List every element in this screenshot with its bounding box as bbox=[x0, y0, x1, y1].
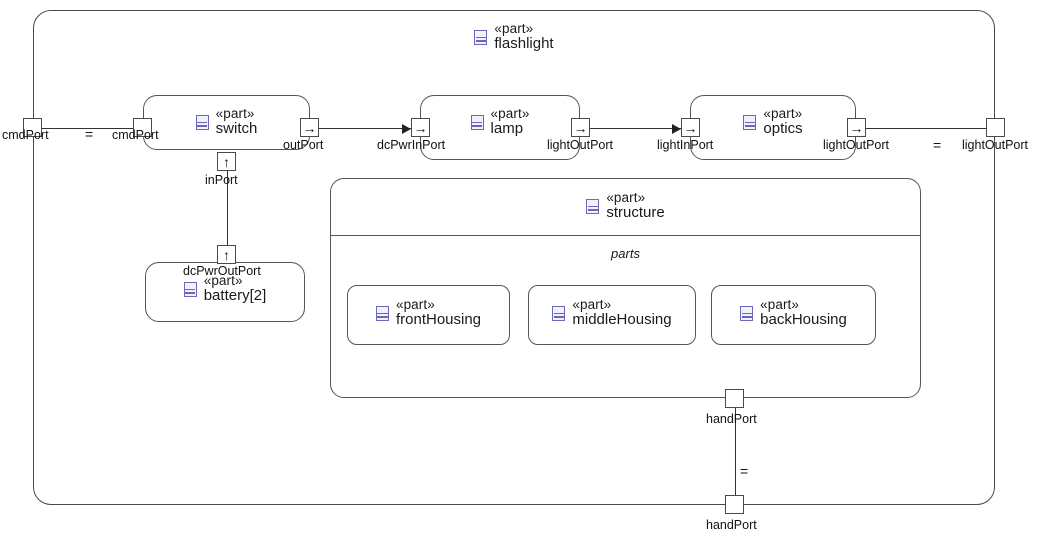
part-keyword: «part» bbox=[572, 297, 612, 313]
part-keyword: «part» bbox=[215, 106, 255, 122]
port-structure-handPort[interactable] bbox=[725, 389, 744, 408]
part-box-switch[interactable] bbox=[143, 95, 310, 150]
port-optics-lightOutPort[interactable]: → bbox=[847, 118, 866, 137]
part-box-lamp[interactable] bbox=[420, 95, 580, 160]
port-label-structure-handPort: handPort bbox=[706, 412, 757, 426]
part-box-backHousing[interactable] bbox=[711, 285, 876, 345]
part-keyword: «part» bbox=[763, 106, 803, 122]
connector-bind-light-out[interactable] bbox=[866, 128, 986, 130]
part-icon bbox=[375, 305, 389, 321]
part-header-optics: «part» optics bbox=[690, 105, 856, 139]
port-label-lamp-dcPwrInPort: dcPwrInPort bbox=[377, 138, 446, 152]
part-header-frontHousing: «part» frontHousing bbox=[347, 296, 510, 330]
part-name: switch bbox=[215, 120, 258, 138]
port-label-battery-dcPwrOutPort: dcPwrOutPort bbox=[183, 264, 261, 278]
part-box-frontHousing[interactable] bbox=[347, 285, 510, 345]
connector-flow-switch-lamp[interactable] bbox=[319, 128, 411, 130]
part-icon bbox=[470, 114, 484, 130]
part-name: flashlight bbox=[494, 35, 554, 53]
part-box-optics[interactable] bbox=[690, 95, 856, 160]
part-icon bbox=[552, 305, 566, 321]
port-label-optics-lightOutPort: lightOutPort bbox=[823, 138, 890, 152]
port-label-lamp-lightOutPort: lightOutPort bbox=[547, 138, 614, 152]
part-icon bbox=[195, 114, 209, 130]
connector-flow-battery-switch[interactable] bbox=[226, 168, 228, 253]
port-optics-lightInPort[interactable]: → bbox=[681, 118, 700, 137]
connector-marker-eq: = bbox=[933, 137, 942, 153]
part-header-battery: «part» battery[2] bbox=[145, 272, 305, 306]
port-label-flashlight-cmdPort: cmdPort bbox=[2, 128, 49, 142]
port-lamp-lightOutPort[interactable]: → bbox=[571, 118, 590, 137]
part-icon bbox=[183, 281, 197, 297]
part-icon bbox=[743, 114, 757, 130]
port-flashlight-handPort[interactable] bbox=[725, 495, 744, 514]
port-label-flashlight-lightOutPort: lightOutPort bbox=[962, 138, 1029, 152]
port-switch-outPort[interactable]: → bbox=[300, 118, 319, 137]
connector-flow-lamp-optics[interactable] bbox=[590, 128, 681, 130]
part-icon bbox=[474, 29, 488, 45]
part-keyword: «part» bbox=[760, 297, 800, 313]
port-switch-cmdPort[interactable] bbox=[133, 118, 152, 137]
part-box-battery[interactable] bbox=[145, 262, 305, 322]
part-header-structure: «part» structure bbox=[330, 189, 921, 223]
part-keyword: «part» bbox=[606, 190, 646, 206]
port-label-switch-outPort: outPort bbox=[283, 138, 324, 152]
part-keyword: «part» bbox=[203, 273, 243, 289]
connector-bind-cmd[interactable] bbox=[42, 127, 141, 129]
port-label-switch-cmdPort: cmdPort bbox=[112, 128, 159, 142]
part-name: middleHousing bbox=[572, 311, 672, 329]
port-label-optics-lightInPort: lightInPort bbox=[657, 138, 714, 152]
part-name: lamp bbox=[490, 120, 524, 138]
connector-bind-hand[interactable] bbox=[734, 405, 736, 497]
port-label-switch-inPort: inPort bbox=[205, 173, 238, 187]
part-header-backHousing: «part» backHousing bbox=[711, 296, 876, 330]
part-icon bbox=[740, 305, 754, 321]
part-header-switch: «part» switch bbox=[143, 105, 310, 139]
part-header-lamp: «part» lamp bbox=[420, 105, 580, 139]
part-keyword: «part» bbox=[395, 297, 435, 313]
part-name: backHousing bbox=[760, 311, 847, 329]
part-keyword: «part» bbox=[490, 106, 530, 122]
port-flashlight-cmdPort[interactable] bbox=[23, 118, 42, 137]
port-switch-inPort[interactable]: ↑ bbox=[217, 152, 236, 171]
part-name: optics bbox=[763, 120, 803, 138]
port-battery-dcPwrOutPort[interactable]: ↑ bbox=[217, 245, 236, 264]
arrowhead-icon bbox=[672, 123, 681, 134]
port-lamp-dcPwrInPort[interactable]: → bbox=[411, 118, 430, 137]
part-name: battery[2] bbox=[203, 287, 267, 305]
part-name: frontHousing bbox=[395, 311, 482, 329]
part-icon bbox=[586, 198, 600, 214]
connector-marker-eq: = bbox=[85, 126, 94, 142]
arrowhead-icon bbox=[402, 123, 411, 134]
part-header-middleHousing: «part» middleHousing bbox=[528, 296, 696, 330]
port-flashlight-lightOutPort[interactable] bbox=[986, 118, 1005, 137]
part-keyword: «part» bbox=[494, 21, 534, 37]
part-header-flashlight: «part» flashlight bbox=[33, 20, 995, 54]
part-name: structure bbox=[606, 204, 665, 222]
compartment-title-parts: parts bbox=[611, 246, 640, 261]
compartment-divider bbox=[330, 235, 921, 237]
connector-marker-eq: = bbox=[740, 463, 749, 479]
port-label-flashlight-handPort: handPort bbox=[706, 518, 757, 532]
